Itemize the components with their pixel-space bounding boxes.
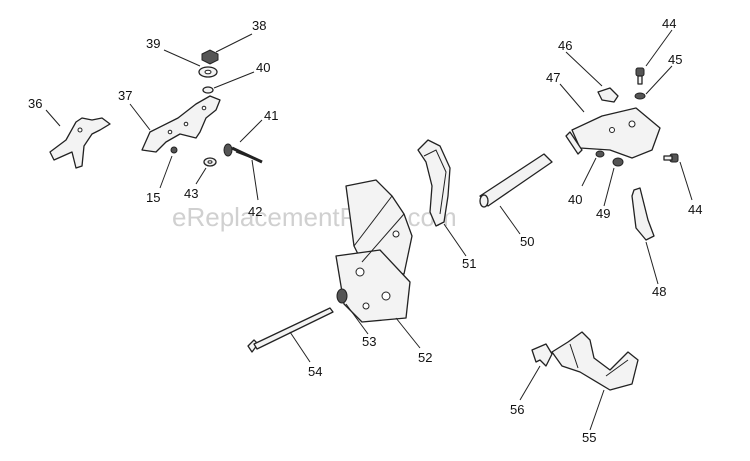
callout-43: 43 [184,186,198,201]
leader-lines [45,29,693,431]
part-44-screw-top [635,67,645,85]
part-56-clip [531,343,553,367]
part-55-bracket [551,331,639,391]
watermark: eReplacementParts.com [172,202,457,232]
callout-40-right: 40 [568,192,582,207]
callout-44-top: 44 [662,16,676,31]
callout-labels: 36 37 38 39 40 41 42 43 15 44 45 46 47 4… [28,16,702,445]
part-50-rod [479,153,553,208]
callout-45: 45 [668,52,682,67]
part-49-screw [612,157,624,167]
callout-56: 56 [510,402,524,417]
part-36-bracket [49,117,111,169]
callout-40-top: 40 [256,60,270,75]
callout-50: 50 [520,234,534,249]
callout-47: 47 [546,70,560,85]
part-44-screw-right [663,153,679,163]
callout-37: 37 [118,88,132,103]
part-46-clip [597,87,619,103]
callout-51: 51 [462,256,476,271]
callout-15: 15 [146,190,160,205]
callout-55: 55 [582,430,596,445]
callout-36: 36 [28,96,42,111]
part-54-bolt [247,307,334,353]
part-15-nut [170,146,178,154]
callout-48: 48 [652,284,666,299]
part-45-washer [634,92,646,100]
part-47-bracket [565,107,661,159]
callout-41: 41 [264,108,278,123]
part-53-washer [336,288,348,304]
callout-42: 42 [248,204,262,219]
part-40-washer-right [595,150,605,158]
part-43-washer [203,157,217,167]
callout-49: 49 [596,206,610,221]
part-52-main-bracket [335,179,413,323]
part-39-washer [198,66,218,78]
callout-52: 52 [418,350,432,365]
callout-54: 54 [308,364,322,379]
part-37-lever [141,95,221,153]
part-40-washer-top [202,86,214,94]
callout-46: 46 [558,38,572,53]
part-51-spring-lever [417,139,451,227]
callout-39: 39 [146,36,160,51]
part-41-42-bolt [223,143,263,164]
callout-38: 38 [252,18,266,33]
part-48-rod [631,187,655,241]
part-38-nut [201,49,219,65]
callout-44-right: 44 [688,202,702,217]
callout-53: 53 [362,334,376,349]
